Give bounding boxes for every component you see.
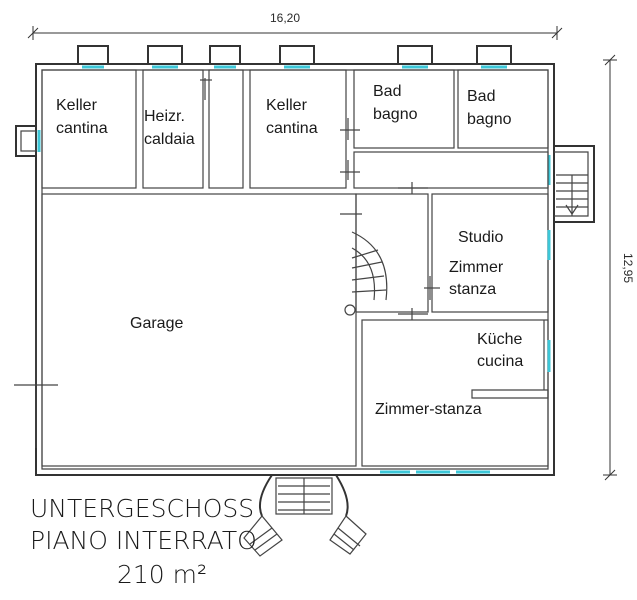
garage-walls (14, 193, 362, 467)
left-light-well (15, 125, 41, 157)
right-exterior-stair (547, 145, 595, 223)
room-heizung-sublabel: caldaia (144, 131, 195, 148)
room-zimmer-1-sublabel: stanza (449, 281, 496, 298)
room-keller-2-sublabel: cantina (266, 120, 318, 137)
studio-walls (398, 193, 551, 320)
room-labels: Keller cantina Heizr. caldaia Keller can… (56, 83, 523, 418)
room-studio-label: Studio (458, 229, 503, 246)
width-dimension-label: 16,20 (270, 11, 300, 25)
room-bad-2-sublabel: bagno (467, 111, 512, 128)
caption-subtitle: PIANO INTERRATO (30, 526, 257, 555)
inner-staircase (344, 193, 429, 316)
height-dimension: 12,95 (603, 54, 635, 481)
caption-title: UNTERGESCHOSS (30, 494, 254, 523)
room-bad-1-label: Bad (373, 83, 401, 100)
room-keller-1-sublabel: cantina (56, 120, 108, 137)
room-bad-2-label: Bad (467, 88, 495, 105)
room-bad-1-sublabel: bagno (373, 106, 418, 123)
caption-area: 210 m² (117, 560, 207, 589)
width-dimension: 16,20 (27, 11, 563, 40)
room-garage-label: Garage (130, 315, 183, 332)
room-kueche-label: Küche (477, 331, 522, 348)
room-heizung-label: Heizr. (144, 108, 185, 125)
room-zimmer-2-label: Zimmer-stanza (375, 401, 482, 418)
room-zimmer-1-label: Zimmer (449, 259, 504, 276)
light-wells (77, 45, 512, 69)
lower-right-walls (361, 319, 551, 474)
room-kueche-sublabel: cucina (477, 353, 523, 370)
room-keller-2-label: Keller (266, 97, 308, 114)
top-rooms-walls (41, 69, 549, 194)
height-dimension-label: 12,95 (621, 253, 635, 283)
room-keller-1-label: Keller (56, 97, 98, 114)
entrance-stair (243, 474, 367, 557)
plan-caption: UNTERGESCHOSS PIANO INTERRATO 210 m² (30, 494, 257, 589)
